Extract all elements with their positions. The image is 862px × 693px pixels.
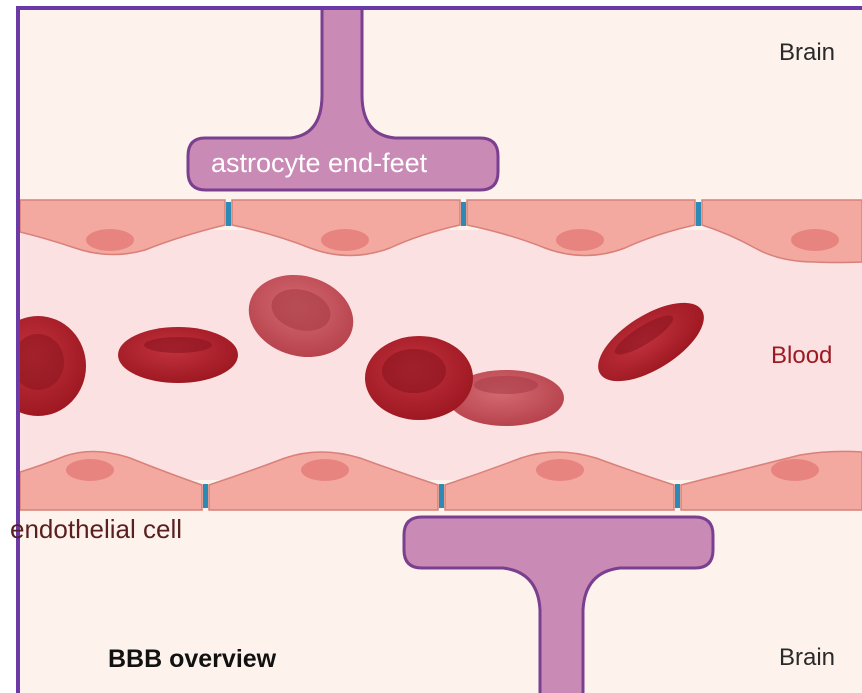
tight-junction [675,484,680,508]
tight-junction [226,202,231,226]
brain-label-top: Brain [779,39,835,67]
tight-junction [203,484,208,508]
nucleus [301,459,349,481]
tight-junction [439,484,444,508]
red-blood-cell [365,336,473,420]
nucleus [791,229,839,251]
tight-junction [461,202,466,226]
nucleus [321,229,369,251]
tight-junction [696,202,701,226]
nucleus [771,459,819,481]
nucleus [556,229,604,251]
nucleus [66,459,114,481]
brain-label-bottom: Brain [779,644,835,672]
endothelial-label: endothelial cell [10,514,182,545]
diagram-title: BBB overview [108,645,276,674]
nucleus [536,459,584,481]
astrocyte-label: astrocyte end-feet [211,148,427,179]
nucleus [86,229,134,251]
blood-label: Blood [771,342,832,370]
red-blood-cell [118,327,238,383]
